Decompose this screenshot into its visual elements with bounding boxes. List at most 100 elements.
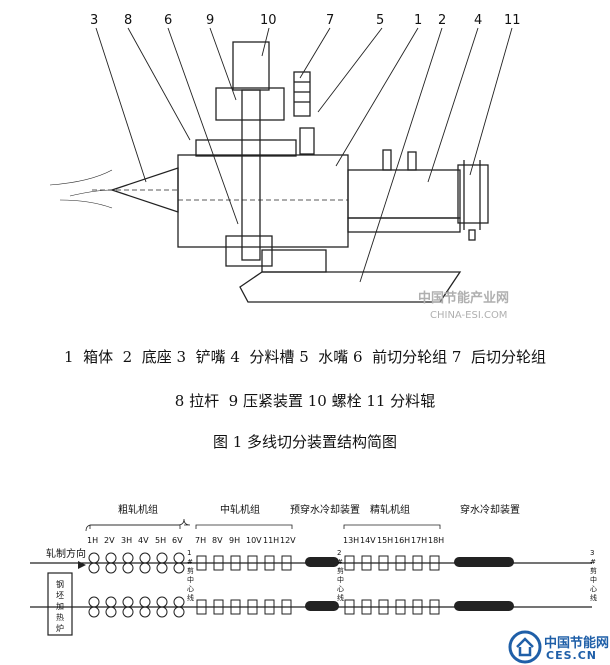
vertical-char: 剪: [337, 566, 344, 575]
trough: [347, 169, 461, 219]
callout-7: 7: [326, 13, 334, 28]
stand-label: 13H: [343, 536, 359, 545]
roll: [122, 552, 134, 564]
stand-label: 1H: [87, 536, 98, 545]
roll: [156, 562, 168, 574]
roll: [88, 552, 100, 564]
vertical-char: 心: [590, 585, 597, 593]
stand-label: 5H: [155, 536, 166, 545]
roll: [173, 596, 185, 608]
callout-5: 5: [376, 13, 384, 28]
callout-8: 8: [124, 13, 132, 28]
direction-arrow: [78, 561, 86, 569]
press-device: [215, 87, 285, 121]
vertical-char: #: [187, 558, 193, 566]
stand-label: 18H: [428, 536, 444, 545]
roll: [88, 596, 100, 608]
vertical-char: 热: [56, 612, 64, 622]
roll: [156, 552, 168, 564]
vertical-char: 2: [337, 549, 341, 557]
roll: [122, 596, 134, 608]
roll: [173, 552, 185, 564]
footer-logo: 中国节能网 CES.CN: [508, 630, 610, 665]
roll: [156, 606, 168, 618]
water-nozzle: [293, 71, 311, 117]
figure1-drawing: 3 8 6 9 10 7 5 1 2 4 11 中国节能产业网 CHINA-ES…: [49, 13, 521, 321]
legend-line-2: 8 拉杆 9 压紧装置 10 螺栓 11 分料辊: [174, 392, 436, 410]
stand-label: 6V: [172, 536, 183, 545]
callout-9: 9: [206, 13, 214, 28]
roll: [105, 596, 117, 608]
stand-label: 7H: [195, 536, 206, 545]
callout-4: 4: [474, 13, 482, 28]
roll: [173, 562, 185, 574]
group-rough-label: 粗轧机组: [118, 503, 158, 516]
vertical-char: 钢: [56, 579, 64, 589]
stand-label: 10V: [246, 536, 262, 545]
vertical-char: 剪: [187, 566, 194, 575]
logo-text-cn: 中国节能网: [544, 636, 610, 651]
vertical-char: 中: [187, 575, 194, 584]
stand-label: 4V: [138, 536, 149, 545]
callout-3: 3: [90, 13, 98, 28]
base: [239, 271, 462, 303]
vertical-char: 炉: [56, 623, 64, 633]
group-middle-label: 中轧机组: [220, 503, 260, 516]
stand-label: 11H: [263, 536, 279, 545]
stand-label: 9H: [229, 536, 240, 545]
vertical-char: 线: [590, 593, 597, 602]
furnace-box: [47, 572, 73, 636]
stand-label: 2V: [104, 536, 115, 545]
vertical-char: 心: [187, 585, 194, 593]
housing-top: [195, 139, 297, 157]
watermark-cn: 中国节能产业网: [418, 290, 509, 306]
figure2-layout: 粗轧机组 中轧机组 预穿水冷却装置 精轧机组 穿水冷却装置 1H 2V 3H 4V 5H…: [30, 503, 597, 636]
legend-line-1: 1 箱体 2 底座 3 铲嘴 4 分料槽 5 水嘴 6 前切分轮组 7 后切分轮…: [64, 348, 546, 366]
roller: [457, 164, 489, 224]
vertical-char: 剪: [590, 566, 597, 575]
logo-mark-icon: [508, 630, 542, 664]
vertical-char: 坯: [56, 590, 64, 600]
vertical-char: #: [590, 558, 596, 566]
roll: [139, 552, 151, 564]
vertical-char: 线: [337, 593, 344, 602]
group-precool-label: 预穿水冷却装置: [290, 503, 360, 516]
stand-label: 3H: [121, 536, 132, 545]
vertical-char: 心: [337, 585, 344, 593]
vertical-char: 1: [187, 549, 191, 557]
vertical-char: #: [337, 558, 343, 566]
stand-label: 12V: [280, 536, 296, 545]
logo-text-en: CES.CN: [546, 649, 597, 662]
vertical-char: 线: [187, 593, 194, 602]
roll: [88, 562, 100, 574]
stand-label: 8V: [212, 536, 223, 545]
roll: [122, 562, 134, 574]
housing-box: [177, 154, 349, 248]
group-watercool-label: 穿水冷却装置: [460, 503, 520, 516]
vertical-char: 3: [590, 549, 594, 557]
vertical-char: 加: [56, 601, 64, 611]
clamp-block: [225, 235, 273, 267]
stand-label: 15H: [377, 536, 393, 545]
vertical-char: 中: [337, 575, 344, 584]
roll: [88, 606, 100, 618]
roll: [105, 562, 117, 574]
watermark-en: CHINA-ESI.COM: [430, 310, 507, 321]
callout-6: 6: [164, 13, 172, 28]
callout-1: 1: [414, 13, 422, 28]
roll: [139, 562, 151, 574]
vertical-char: 中: [590, 575, 597, 584]
callout-2: 2: [438, 13, 446, 28]
roll: [139, 606, 151, 618]
callout-11: 11: [504, 13, 521, 28]
roll: [139, 596, 151, 608]
stand-label: 14V: [360, 536, 376, 545]
callout-10: 10: [260, 13, 277, 28]
bolt-shaft: [241, 89, 261, 261]
rolling-direction-label: 轧制方向: [46, 547, 86, 560]
roll: [105, 552, 117, 564]
roll: [156, 596, 168, 608]
group-finish-label: 精轧机组: [370, 503, 410, 516]
stand-label: 17H: [411, 536, 427, 545]
